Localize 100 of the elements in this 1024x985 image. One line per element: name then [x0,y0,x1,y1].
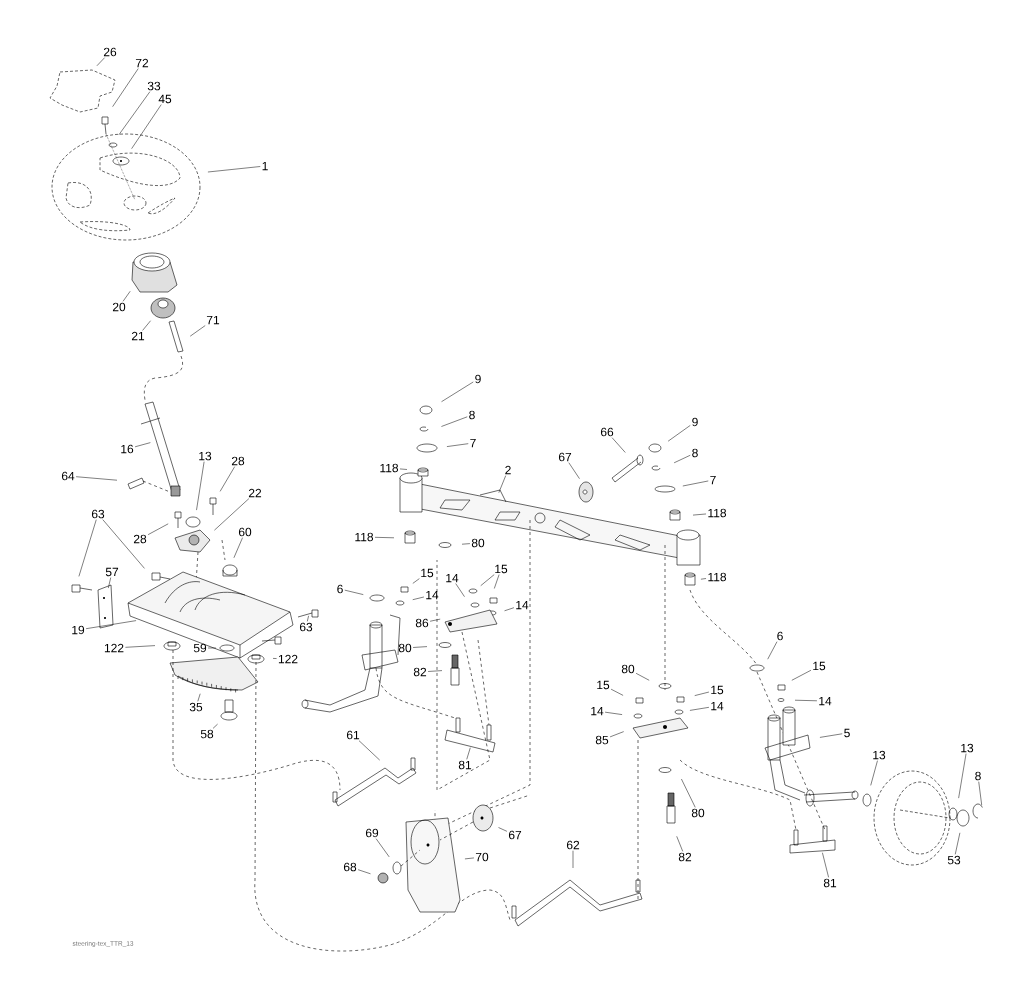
callout-number: 8 [692,448,698,458]
callout-number: 61 [346,730,360,740]
leader-line [682,480,709,487]
leader-line [870,760,878,786]
callout-number: 64 [61,471,75,481]
callout-number: 67 [558,452,572,462]
callout-number: 6 [777,631,783,641]
leader-line [108,577,111,589]
callout-number: 71 [206,315,220,325]
leader-line [441,381,474,402]
callout-number: 66 [600,427,614,437]
leader-line [214,498,250,531]
leader-line [131,104,162,149]
leader-line [399,468,408,470]
callout-number: 80 [621,664,635,674]
callout-number: 118 [380,463,399,473]
leader-line [196,461,205,511]
callout-number: 6 [337,584,343,594]
callout-number: 82 [678,852,692,862]
callout-number: 86 [415,618,429,628]
leader-line [75,476,118,481]
leader-line [118,91,151,136]
leader-line [344,589,364,595]
leader-line [375,838,390,858]
callout-number: 15 [597,680,610,690]
callout-number: 9 [692,417,698,427]
callout-number: 118 [355,532,374,542]
callout-number: 14 [426,590,439,600]
leader-line [635,673,650,681]
leader-line [429,618,441,622]
callout-number: 59 [193,643,207,653]
callout-number: 14 [591,706,604,716]
leader-line [700,578,707,580]
callout-number: 7 [710,475,716,485]
callout-number: 13 [199,451,212,461]
leader-line [767,641,778,660]
callout-number: 80 [691,808,705,818]
callout-number: 8 [975,771,981,781]
callout-number: 80 [398,643,412,653]
leader-line [791,670,812,681]
leader-line [307,615,309,622]
leader-line [78,519,97,577]
callout-number: 81 [458,760,472,770]
callout-number: 15 [711,685,724,695]
callout-number: 21 [131,331,145,341]
callout-number: 16 [121,444,134,454]
leader-line [610,688,624,696]
callout-number: 7 [470,438,476,448]
callout-number: 33 [147,81,161,91]
leader-line [96,57,105,67]
callout-number: 15 [495,564,508,574]
callout-number: 28 [231,456,245,466]
leader-line [207,166,261,173]
leader-line [978,781,982,806]
leader-line [464,857,475,860]
leader-line [958,753,967,799]
callout-number: 62 [566,840,580,850]
leader-line [498,475,506,493]
leader-line [568,462,580,479]
callout-number: 14 [516,600,529,610]
leader-line [667,425,691,442]
leader-line [412,646,428,648]
leader-line [142,320,151,331]
callout-number: 67 [508,830,522,840]
leader-line [694,691,710,696]
callout-number: 28 [133,534,147,544]
callout-number: 72 [135,58,149,68]
leader-line [212,723,218,729]
leader-line [412,578,420,584]
leader-line [134,442,151,448]
leader-line [427,670,443,672]
callout-number: 22 [248,488,262,498]
callout-number: 82 [413,667,427,677]
leader-line [819,733,843,738]
callout-number: 1 [262,161,268,171]
callout-number: 63 [299,622,313,632]
callout-number: 14 [446,573,459,583]
leader-line [609,731,624,738]
leader-line [494,574,500,589]
leader-line [197,693,201,702]
callout-number: 69 [365,828,379,838]
leader-line [85,620,137,629]
callout-number: 60 [238,527,252,537]
leader-line [441,416,468,427]
leader-line [102,519,145,569]
callout-number: 85 [595,735,609,745]
callout-number: 57 [105,567,119,577]
callout-number: 14 [819,696,832,706]
leader-line [955,832,961,855]
leader-line [374,537,395,539]
leader-line [207,647,217,649]
leader-line [822,852,829,878]
callout-number: 19 [72,625,85,635]
leader-line [455,583,465,597]
callout-number: 2 [505,465,511,475]
callout-number: 118 [708,572,727,582]
leader-line [272,658,277,659]
callout-number: 5 [844,728,850,738]
leader-line [572,850,574,869]
leader-line [689,707,710,711]
